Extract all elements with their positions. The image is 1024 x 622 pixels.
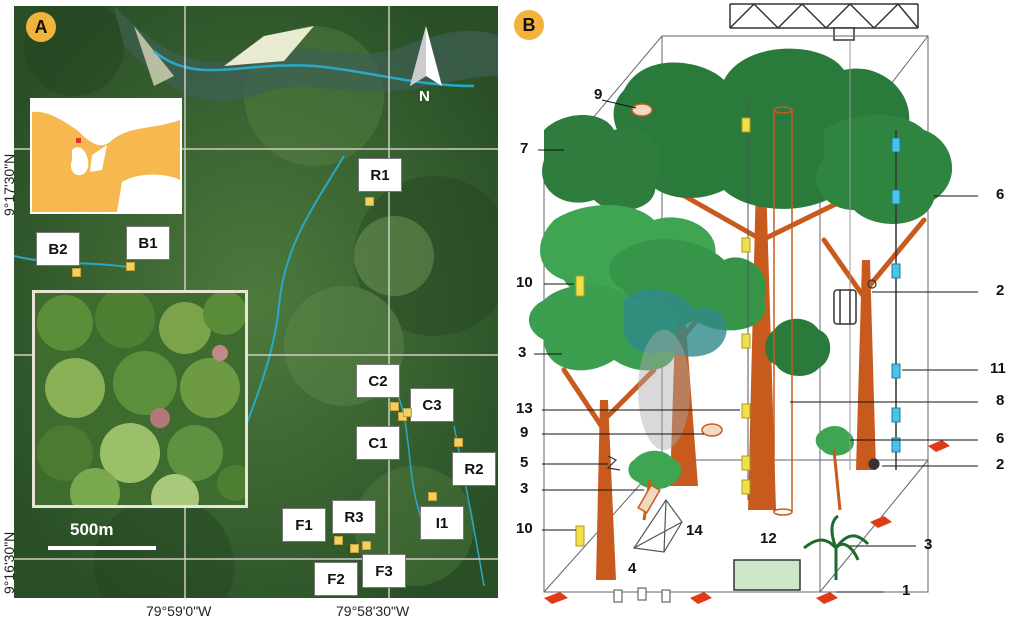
crane-icon [729,2,919,41]
callout-10-bottom: 10 [516,520,533,537]
callout-8: 8 [996,392,1005,409]
callout-6-top: 6 [996,186,1005,203]
lat-label-bottom: 9°16'30"N [1,531,17,594]
blue-sensors [891,137,901,453]
ground-plot-box [733,559,801,591]
north-label: N [419,88,430,105]
callout-9-bottom: 9 [520,424,529,441]
callout-3-bottom: 3 [924,536,933,553]
satellite-map: A [14,6,498,598]
callout-leaders [534,99,978,593]
site-marker [403,408,412,417]
callout-12: 12 [760,530,777,547]
callout-6-bottom: 6 [996,430,1005,447]
site-marker [350,544,359,553]
canopy-shapes [529,48,953,490]
site-marker [454,438,463,447]
scale-label: 500m [70,520,114,539]
callout-14: 14 [686,522,703,539]
site-label-r3: R3 [332,500,376,534]
scale-bar [48,546,156,550]
site-marker [390,402,399,411]
site-label-f1: F1 [282,508,326,542]
callout-13: 13 [516,400,533,417]
site-label-r2: R2 [452,452,496,486]
grid-line [14,354,498,356]
callout-7: 7 [520,140,529,157]
grid-line [14,558,498,560]
pyramid-trap-icon [632,498,683,553]
callout-9-top: 9 [594,86,603,103]
aerial-canopy-graphic [35,293,245,505]
callout-1: 1 [902,582,911,599]
site-label-b1: B1 [126,226,170,260]
callout-2-bottom: 2 [996,456,1005,473]
callout-10-top: 10 [516,274,533,291]
site-marker [334,536,343,545]
small-devices [631,103,723,514]
instrument-marks [606,279,880,471]
lat-label-top: 9°17'30"N [1,153,17,216]
callout-2-top: 2 [996,282,1005,299]
funnel-icons [613,587,671,603]
aerial-canopy-photo [32,290,248,508]
callout-11: 11 [990,360,1006,377]
panel-b-badge: B [514,10,544,40]
site-marker [428,492,437,501]
site-marker [365,197,374,206]
base-markers [544,440,950,604]
diagram-graphic [529,2,978,604]
yellow-sensors [575,117,751,547]
callout-3-mid: 3 [520,480,529,497]
grid-line [388,6,390,598]
panel-a-badge: A [26,12,56,42]
cylinder-trap-icon [833,289,857,325]
palm-icon [803,514,870,580]
locator-map-graphic [32,100,180,212]
site-marker [362,541,371,550]
callout-4: 4 [628,560,637,577]
callout-3-top: 3 [518,344,527,361]
lon-label-left: 79°59'0"W [146,603,212,619]
site-label-f3: F3 [362,554,406,588]
site-label-i1: I1 [420,506,464,540]
site-label-c3: C3 [410,388,454,422]
grid-line [14,148,498,150]
site-marker [126,262,135,271]
site-label-b2: B2 [36,232,80,266]
site-label-c2: C2 [356,364,400,398]
site-label-r1: R1 [358,158,402,192]
site-label-c1: C1 [356,426,400,460]
lon-label-right: 79°58'30"W [336,603,410,619]
tube-icon [773,106,793,516]
site-marker [72,268,81,277]
locator-inset [30,98,182,214]
forest-instrumentation-diagram: B 9 7 6 10 2 3 11 13 8 9 6 5 2 3 10 14 1… [504,0,1024,622]
site-label-f2: F2 [314,562,358,596]
callout-5: 5 [520,454,529,471]
north-arrow-icon [410,26,442,86]
